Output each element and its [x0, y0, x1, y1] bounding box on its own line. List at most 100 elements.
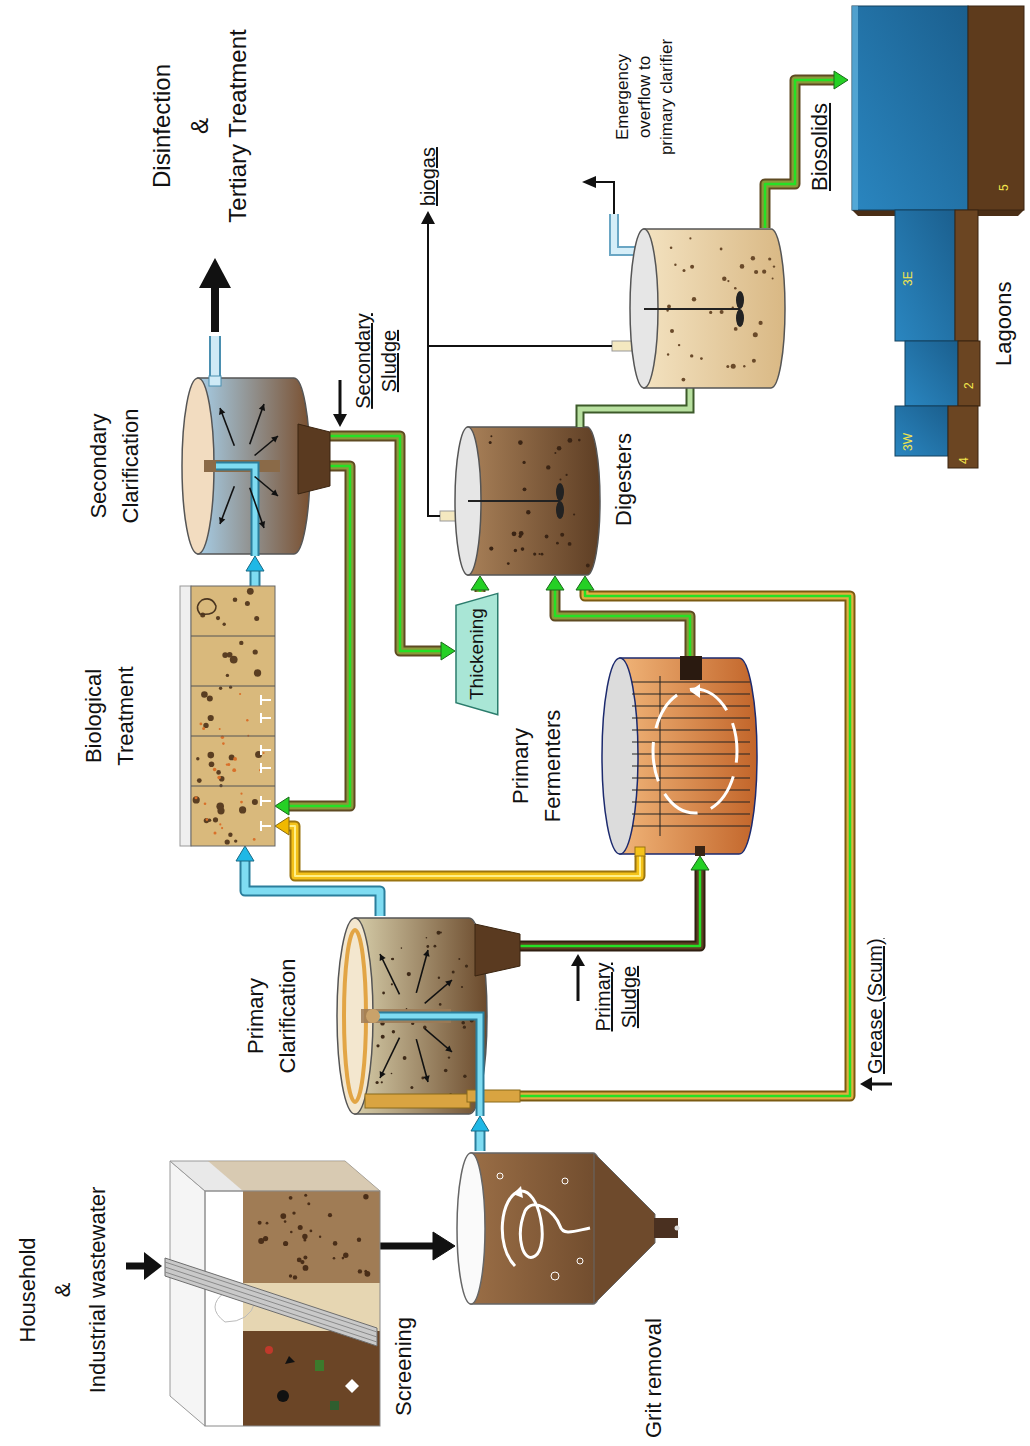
illustration-part [566, 474, 568, 476]
illustration-part [632, 694, 750, 695]
pipe-line [330, 436, 445, 651]
effluent-pipe [209, 336, 221, 376]
illustration-part [381, 1035, 385, 1039]
illustration-part [319, 1236, 321, 1238]
illustration-part [225, 839, 230, 844]
callout-number: 2 [961, 382, 978, 389]
illustration-part [170, 1161, 380, 1191]
illustration-part [206, 818, 209, 821]
illustration-part [467, 1090, 520, 1102]
biogas-arrow-head [421, 211, 435, 224]
illustration-part [539, 553, 541, 555]
illustration-part [905, 341, 958, 406]
illustration-part [243, 1191, 380, 1283]
illustration-part [689, 237, 691, 239]
illustration-part [213, 817, 218, 822]
illustration-part [578, 439, 581, 442]
illustration-part [557, 446, 562, 451]
illustration-part [254, 616, 259, 621]
illustration-part [240, 793, 242, 795]
illustration-part [265, 1346, 273, 1354]
illustration-part [342, 1257, 345, 1260]
clarifier-tank: Secondary Clarification [180, 376, 330, 556]
lagoon-basins: Lagoons3W423E5 [848, 4, 1028, 471]
illustration-part [376, 1044, 379, 1047]
illustration-part [948, 406, 978, 468]
illustration-part [165, 1272, 377, 1342]
illustration-part [303, 1239, 306, 1242]
illustration-part [852, 6, 858, 210]
pipe-line [285, 826, 640, 876]
illustration-part [216, 803, 224, 811]
illustration-part [246, 719, 248, 721]
illustration-part [226, 674, 229, 677]
illustration-part [667, 305, 671, 309]
illustration-part [674, 264, 676, 266]
illustration-part [720, 248, 723, 251]
effluent-arrow-head [199, 258, 231, 288]
arrow-head [834, 71, 848, 89]
illustration-part [209, 376, 221, 386]
illustration-part [423, 1075, 430, 1082]
annotation-label: Secondary Sludge [350, 306, 402, 416]
pipe-connector [246, 556, 264, 586]
gas-stub [612, 341, 632, 351]
illustration-part [280, 1213, 286, 1219]
illustration-part [519, 531, 524, 536]
illustration-part [180, 586, 191, 846]
illustration-part [457, 1153, 485, 1304]
illustration-part [165, 1267, 377, 1337]
illustration-part [720, 310, 724, 314]
illustration-part [632, 682, 750, 683]
clarifier-tank: Primary Clarification [335, 916, 520, 1116]
pipe-line [765, 80, 838, 228]
illustration-part [380, 954, 386, 961]
illustration-part [700, 357, 703, 360]
node-label: Lagoons [988, 282, 1020, 366]
pipe-line [285, 826, 640, 876]
node-label: Grit removal [638, 1318, 670, 1438]
illustration-part [380, 954, 400, 994]
illustration-part [217, 776, 221, 780]
illustration-part [632, 718, 750, 719]
illustration-part [445, 980, 452, 987]
illustration-part [191, 786, 275, 787]
callout-number: 3W [900, 433, 917, 451]
tank-drawing [165, 1161, 380, 1426]
illustration-part [692, 297, 696, 301]
illustration-part [660, 676, 661, 836]
tank-drawing [180, 376, 330, 556]
pipe-connector [275, 817, 640, 876]
illustration-part [667, 353, 669, 355]
illustration-part [227, 763, 230, 766]
illustration-part [271, 436, 278, 443]
pipe-line [520, 586, 850, 1096]
illustration-part [208, 715, 214, 721]
illustration-part [895, 210, 955, 341]
illustration-part [219, 687, 222, 690]
illustration-part [227, 652, 233, 658]
pipe-line [520, 586, 850, 1096]
illustration-part [214, 832, 217, 835]
illustration-part [740, 264, 745, 269]
illustration-part [490, 435, 492, 437]
node-label: Digesters [608, 433, 640, 526]
illustration-part [252, 799, 258, 805]
illustration-part [363, 1194, 368, 1199]
illustration-part [546, 465, 550, 469]
illustration-part [690, 354, 693, 357]
illustration-part [219, 408, 225, 415]
illustration-part [303, 1265, 309, 1271]
illustration-part [196, 757, 199, 760]
illustration-part [391, 1073, 393, 1075]
arrow-head [691, 856, 709, 870]
illustration-part [253, 838, 256, 841]
illustration-part [554, 452, 556, 454]
illustration-part [448, 1056, 450, 1058]
illustration-part [475, 924, 520, 976]
illustration-part [307, 1202, 310, 1205]
arrow-head [275, 797, 289, 815]
illustration-part [165, 1258, 377, 1346]
illustration-part [255, 436, 278, 456]
